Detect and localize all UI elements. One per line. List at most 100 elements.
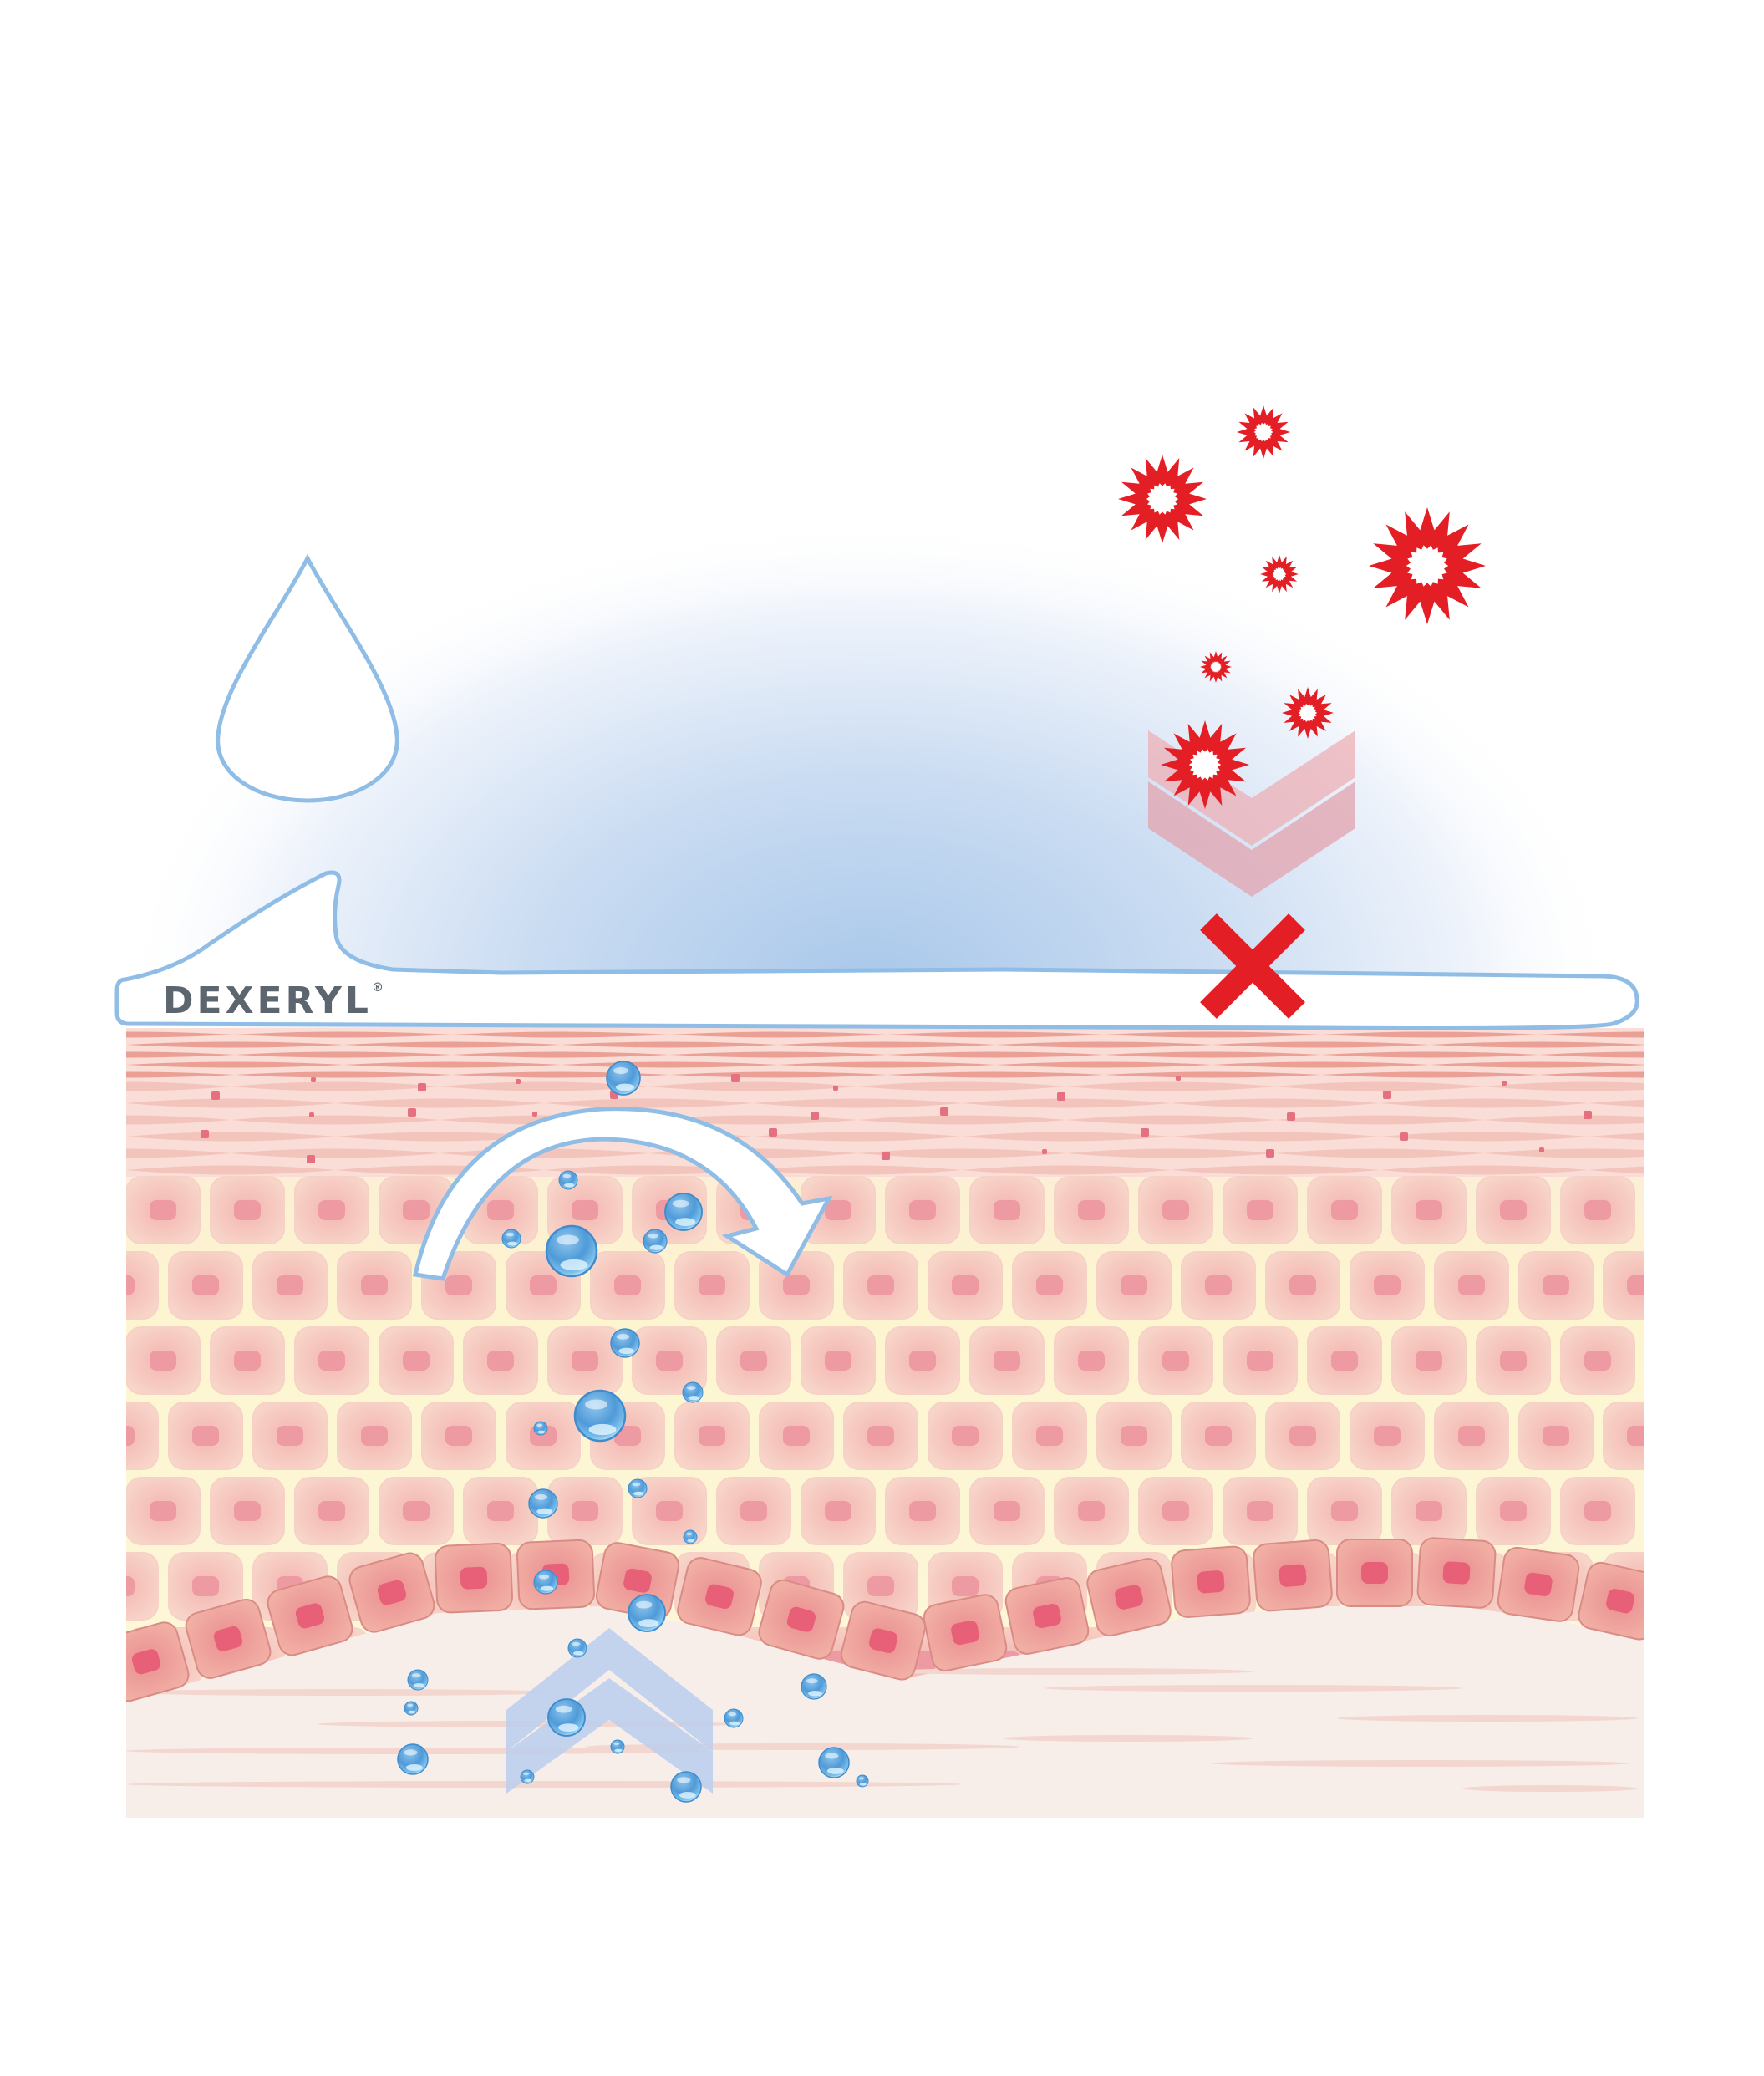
- keratin-spindle: [235, 1071, 452, 1078]
- cell-nucleus: [1121, 1275, 1147, 1295]
- granular-spindle: [544, 1098, 753, 1108]
- keratin-spindle: [1104, 1071, 1321, 1078]
- cell-nucleus: [1458, 1275, 1485, 1295]
- cell-nucleus: [1205, 1426, 1232, 1446]
- water-bubble-icon: [533, 1421, 548, 1436]
- cell-nucleus: [740, 1351, 767, 1371]
- granular-spindle: [1275, 1081, 1484, 1091]
- basal-cell: [267, 1575, 353, 1656]
- granular-spindle: [1380, 1132, 1589, 1142]
- granular-spindle: [1066, 1081, 1275, 1091]
- dermis-fiber: [1003, 1735, 1253, 1742]
- granular-spindle: [1589, 1132, 1644, 1141]
- granule: [1539, 1147, 1544, 1152]
- basal-nucleus: [1361, 1562, 1388, 1584]
- keratin-spindle: [1321, 1071, 1538, 1078]
- keratin-spindle: [1104, 1051, 1321, 1058]
- granular-spindle: [962, 1165, 1171, 1175]
- bacteria-icon: [1118, 455, 1207, 543]
- water-bubble-icon: [547, 1698, 586, 1737]
- keratin-spindle: [0, 1042, 126, 1048]
- basal-cell: [348, 1552, 435, 1633]
- granular-spindle: [1171, 1132, 1380, 1142]
- cell-nucleus: [1374, 1275, 1401, 1295]
- water-bubble-icon: [545, 1224, 598, 1278]
- cell-nucleus: [1584, 1200, 1611, 1220]
- cell-nucleus: [192, 1576, 219, 1596]
- granular-spindle: [335, 1132, 544, 1142]
- keratin-spindle: [669, 1071, 887, 1078]
- keratin-spindle: [1647, 1042, 1764, 1048]
- cell-nucleus: [1331, 1501, 1358, 1521]
- granular-spindle: [1693, 1082, 1764, 1091]
- cell-nucleus: [192, 1426, 219, 1446]
- keratin-spindle: [1321, 1051, 1538, 1058]
- basal-cell: [1578, 1561, 1644, 1641]
- keratin-spindle: [1756, 1032, 1764, 1038]
- cell-nucleus: [1289, 1275, 1316, 1295]
- cell-nucleus: [234, 1200, 261, 1220]
- cell-nucleus: [403, 1351, 430, 1371]
- cell-nucleus: [1627, 1426, 1644, 1446]
- bacteria-icon: [1161, 720, 1249, 809]
- water-bubble-icon: [520, 1769, 535, 1784]
- curved-arrow-icon: [412, 1107, 833, 1281]
- granular-spindle: [1589, 1166, 1644, 1174]
- granular-spindle: [857, 1115, 1066, 1125]
- bacteria-icon: [1237, 405, 1290, 459]
- upward-chevron-icon: [506, 1628, 713, 1794]
- granular-spindle: [126, 1115, 231, 1125]
- cell-nucleus: [150, 1351, 176, 1371]
- keratin-spindle: [995, 1061, 1212, 1068]
- cell-nucleus: [150, 1200, 176, 1220]
- basal-nucleus: [705, 1584, 734, 1610]
- cell-nucleus: [126, 1275, 135, 1295]
- granular-spindle: [857, 1081, 1066, 1091]
- water-bubble-icon: [528, 1488, 558, 1519]
- cell-nucleus: [614, 1275, 641, 1295]
- cell-nucleus: [867, 1275, 894, 1295]
- cell-nucleus: [572, 1351, 598, 1371]
- cell-nucleus: [234, 1351, 261, 1371]
- cell-nucleus: [825, 1501, 851, 1521]
- keratin-spindle: [235, 1031, 452, 1038]
- cell-nucleus: [867, 1426, 894, 1446]
- keratin-spindle: [669, 1051, 887, 1058]
- granular-spindle: [126, 1098, 335, 1108]
- cell-nucleus: [952, 1576, 979, 1596]
- keratin-spindle: [343, 1041, 561, 1048]
- granular-spindle: [1693, 1149, 1764, 1158]
- cell-nucleus: [1331, 1351, 1358, 1371]
- granule: [882, 1152, 890, 1160]
- water-bubble-icon: [558, 1170, 578, 1190]
- keratin-spindle: [1321, 1031, 1538, 1038]
- skin-cell: [126, 1402, 159, 1470]
- cell-nucleus: [783, 1275, 810, 1295]
- keratin-spindle: [1104, 1031, 1321, 1038]
- basal-nucleus: [377, 1580, 407, 1605]
- keratin-spindle: [343, 1061, 561, 1068]
- granule: [1400, 1132, 1408, 1141]
- granule: [1584, 1111, 1592, 1119]
- cell-nucleus: [1247, 1200, 1273, 1220]
- cell-nucleus: [192, 1275, 219, 1295]
- cell-nucleus: [126, 1426, 135, 1446]
- cell-nucleus: [1500, 1501, 1527, 1521]
- basal-nucleus: [295, 1603, 325, 1629]
- skin-cell: [126, 1251, 159, 1320]
- water-bubbles: [397, 1061, 869, 1803]
- cell-nucleus: [994, 1501, 1020, 1521]
- cell-nucleus: [572, 1501, 598, 1521]
- basal-cell: [1336, 1539, 1413, 1607]
- skin-cross-section: [0, 1028, 1764, 1818]
- x-mark-icon: [1200, 913, 1305, 1019]
- basal-cell: [1086, 1558, 1172, 1637]
- basal-cell: [435, 1543, 513, 1614]
- cell-nucleus: [1543, 1426, 1569, 1446]
- cell-nucleus: [1036, 1275, 1063, 1295]
- water-bubble-icon: [567, 1638, 587, 1658]
- cell-nucleus: [1036, 1426, 1063, 1446]
- water-bubble-icon: [404, 1701, 419, 1716]
- granular-spindle: [126, 1165, 335, 1175]
- cell-nucleus: [403, 1501, 430, 1521]
